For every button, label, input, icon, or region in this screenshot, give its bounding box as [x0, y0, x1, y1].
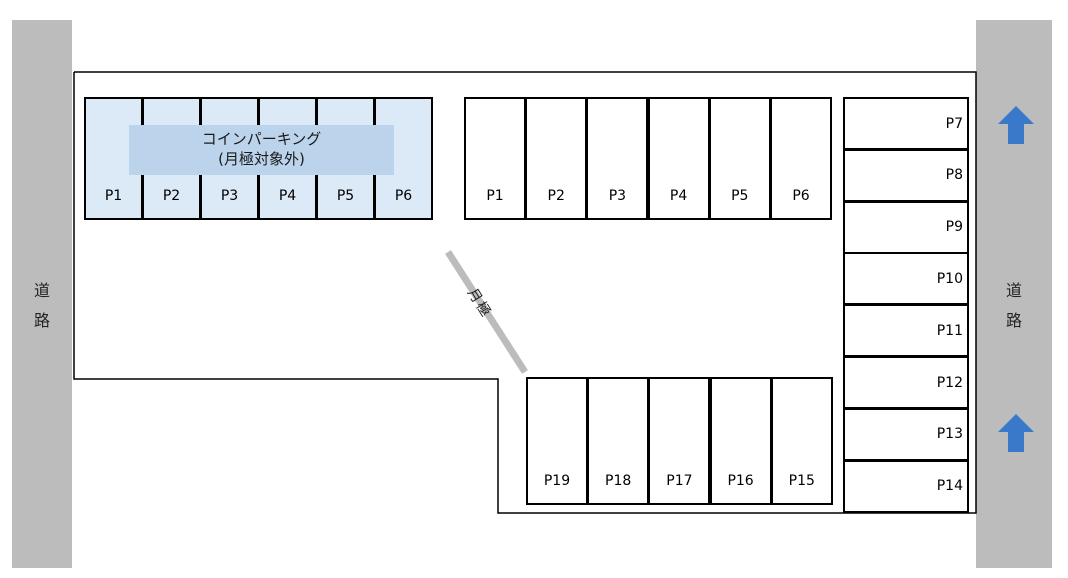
- parking-stall-label: P2: [162, 188, 181, 204]
- arrow-up-icon: [998, 106, 1034, 144]
- parking-stall-p3: P3: [586, 97, 649, 220]
- coin-parking-banner: コインパーキング (月極対象外): [129, 125, 394, 175]
- parking-stall-p10: P10: [843, 252, 969, 306]
- lot-boundary: [73, 71, 977, 514]
- parking-stall-p17: P17: [648, 377, 711, 505]
- parking-stall-label: P10: [936, 270, 963, 287]
- parking-stall-p8: P8: [843, 148, 969, 202]
- parking-stall-label: P16: [727, 473, 754, 489]
- parking-stall-label: P2: [547, 188, 565, 204]
- parking-stall-label: P3: [220, 188, 239, 204]
- parking-stall-label: P5: [731, 188, 749, 204]
- road-left-label: 道 路: [33, 281, 50, 330]
- parking-stall-p14: P14: [843, 459, 969, 513]
- parking-stall-label: P19: [543, 473, 571, 489]
- parking-stall-p13: P13: [843, 407, 969, 461]
- parking-stall-label: P9: [945, 219, 963, 236]
- parking-stall-label: P8: [945, 167, 963, 184]
- parking-stall-p9: P9: [843, 200, 969, 254]
- parking-stall-label: P18: [605, 473, 632, 489]
- parking-stall-label: P11: [936, 322, 963, 339]
- parking-stall-label: P1: [104, 188, 123, 204]
- parking-stall-label: P17: [666, 473, 693, 489]
- parking-stall-p16: P16: [709, 377, 772, 505]
- road-right: 道 路: [976, 20, 1052, 568]
- parking-stall-label: P4: [669, 188, 688, 204]
- parking-stall-label: P13: [936, 426, 963, 443]
- parking-stall-label: P7: [945, 115, 963, 132]
- parking-stall-label: P3: [608, 188, 627, 204]
- parking-stall-label: P14: [936, 478, 963, 495]
- parking-stall-label: P15: [788, 473, 815, 489]
- parking-stall-p2: P2: [525, 97, 588, 220]
- parking-stall-p6: P6: [770, 97, 832, 220]
- parking-stall-p4: P4: [647, 97, 710, 220]
- parking-stall-label: P5: [336, 188, 355, 204]
- road-right-label: 道 路: [1005, 281, 1022, 330]
- road-left: 道 路: [12, 20, 72, 568]
- coin-parking-subtitle: (月極対象外): [218, 150, 305, 168]
- parking-stall-p11: P11: [843, 304, 969, 358]
- coin-parking-title: コインパーキング: [201, 130, 322, 148]
- parking-stall-p15: P15: [770, 377, 833, 505]
- parking-stall-p19: P19: [526, 377, 588, 505]
- parking-stall-p5: P5: [708, 97, 771, 220]
- parking-stall-label: P12: [936, 374, 963, 391]
- parking-stall-label: P6: [394, 188, 413, 204]
- parking-stall-p18: P18: [587, 377, 650, 505]
- parking-stall-p12: P12: [843, 356, 969, 409]
- parking-stall-p7: P7: [843, 97, 969, 150]
- parking-stall-p1: P1: [464, 97, 526, 220]
- parking-stall-label: P1: [486, 188, 504, 204]
- arrow-up-icon: [998, 414, 1034, 452]
- monthly-gate-bar: [445, 250, 528, 374]
- parking-stall-label: P4: [278, 188, 297, 204]
- parking-stall-label: P6: [792, 188, 810, 204]
